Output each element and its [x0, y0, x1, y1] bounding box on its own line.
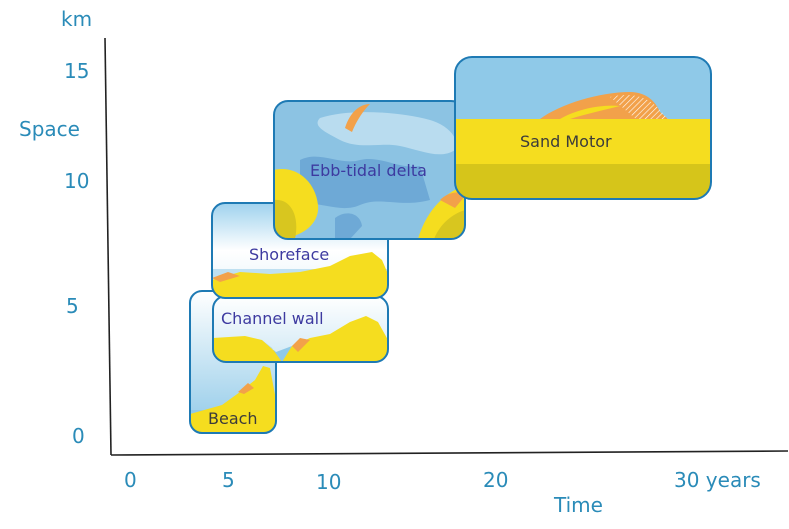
beach-label: Beach	[208, 409, 258, 428]
y-unit-label: km	[61, 7, 92, 31]
x-tick-10: 10	[316, 470, 341, 494]
x-tick-20: 20	[483, 468, 508, 492]
y-tick-0: 0	[72, 424, 85, 448]
x-tick-5: 5	[222, 468, 235, 492]
x-tick-0: 0	[124, 468, 137, 492]
x-tick-30: 30 years	[674, 468, 761, 492]
sand-motor-label: Sand Motor	[520, 132, 612, 151]
channel-wall-label: Channel wall	[221, 309, 324, 328]
x-axis-title: Time	[553, 493, 603, 517]
channel-wall-panel: Channel wall	[212, 295, 389, 363]
x-axis-line	[110, 450, 789, 456]
y-tick-15: 15	[64, 59, 89, 83]
y-axis-line	[104, 37, 112, 456]
sand-motor-panel: Sand Motor	[454, 56, 712, 200]
y-tick-10: 10	[64, 169, 89, 193]
y-tick-5: 5	[66, 294, 79, 318]
shoreface-label: Shoreface	[249, 245, 329, 264]
ebb-tidal-delta-panel: Ebb-tidal delta	[273, 100, 466, 240]
y-axis-title: Space	[19, 117, 80, 141]
ebb-tidal-delta-label: Ebb-tidal delta	[310, 161, 427, 180]
